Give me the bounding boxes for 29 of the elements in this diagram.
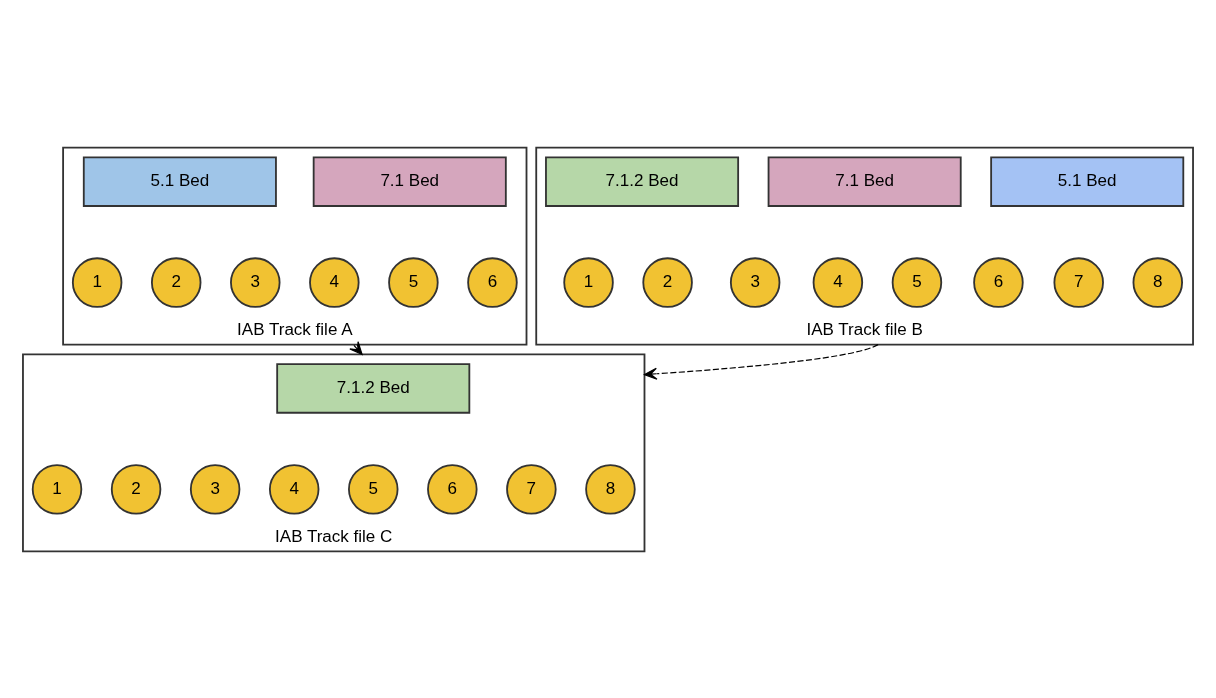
node-circle: 5 (891, 256, 943, 308)
node-circle: 7 (1053, 256, 1104, 308)
node-circle: 1 (563, 256, 614, 308)
node-box: 7.1.2 Bed (276, 362, 471, 414)
node-circle: 3 (729, 256, 781, 308)
node-circle: 6 (427, 463, 478, 515)
node-circle: 5 (388, 256, 439, 308)
node-circle: 8 (1132, 256, 1183, 308)
arrow (643, 343, 879, 380)
node-box: 5.1 Bed (990, 155, 1185, 207)
node-box: 7.1 Bed (312, 155, 507, 207)
node-box: 7.1.2 Bed (545, 155, 740, 207)
node-box: 7.1 Bed (767, 155, 962, 207)
node-circle: 6 (467, 256, 518, 308)
node-circle: 2 (151, 256, 202, 308)
node-circle: 2 (110, 463, 162, 515)
node-circle: 7 (506, 463, 557, 515)
node-box: 5.1 Bed (82, 155, 277, 207)
node-circle: 4 (812, 256, 864, 308)
node-circle: 5 (348, 463, 399, 515)
node-circle: 1 (31, 463, 83, 515)
node-circle: 3 (189, 463, 241, 515)
node-circle: 8 (585, 463, 636, 515)
node-circle: 4 (309, 256, 360, 308)
node-circle: 2 (642, 256, 693, 308)
node-circle: 3 (230, 256, 281, 308)
node-circle: 6 (973, 256, 1024, 308)
node-circle: 4 (268, 463, 320, 515)
node-circle: 1 (71, 256, 123, 308)
